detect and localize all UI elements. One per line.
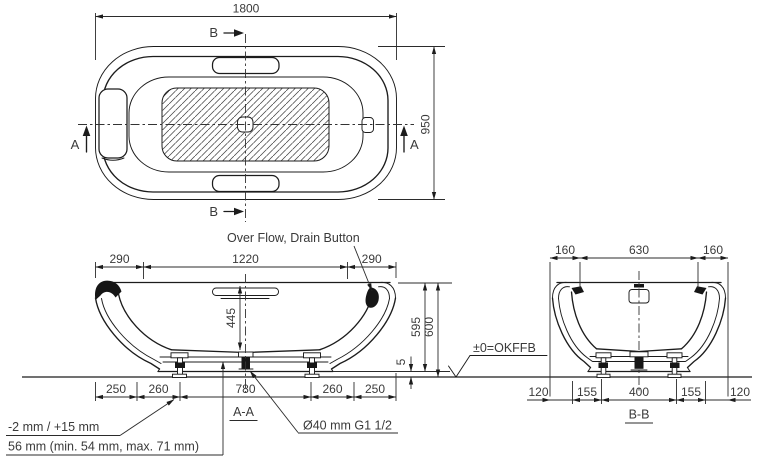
- section-marker-b-bottom: B: [209, 204, 244, 219]
- top-view: 1800 950 A A B B: [71, 2, 445, 222]
- dim-base-155-right: 155: [681, 385, 701, 399]
- dim-gap-5: 5: [394, 358, 408, 365]
- bb-fitting-left: [571, 286, 584, 295]
- section-bb-title: B-B: [629, 408, 650, 422]
- adjust-note: -2 mm / +15 mm: [8, 420, 99, 434]
- dim-width-1800: 1800: [233, 2, 260, 16]
- section-b-label: B: [209, 204, 218, 219]
- dim-base-120-right: 120: [730, 385, 750, 399]
- section-b-label: B: [209, 25, 218, 40]
- dim-base-260-right: 260: [322, 382, 342, 396]
- dim-height-950: 950: [419, 114, 433, 134]
- aa-foot-right: [303, 352, 321, 378]
- bb-foot-right: [666, 352, 683, 378]
- headrest: [98, 88, 128, 159]
- dim-rim-right-290: 290: [362, 252, 382, 266]
- bb-fitting-right: [694, 286, 707, 295]
- dim-base-120-left: 120: [528, 385, 548, 399]
- section-aa-title: A-A: [233, 405, 255, 419]
- dim-rim-left-160: 160: [555, 243, 575, 257]
- section-a-label: A: [410, 137, 419, 152]
- feet-note: 56 mm (min. 54 mm, max. 71 mm): [8, 440, 199, 454]
- overflow-plan: [361, 117, 374, 133]
- dim-height-595: 595: [409, 317, 423, 337]
- dim-depth-445: 445: [224, 308, 238, 328]
- dim-base-260-left: 260: [148, 382, 168, 396]
- bb-foot-left: [595, 352, 612, 378]
- section-marker-a-right: A: [400, 125, 419, 153]
- aa-foot-left: [170, 352, 189, 378]
- dim-base-155-left: 155: [577, 385, 597, 399]
- section-bb: 160 630 160 120 155 400 155 120 B-B: [527, 243, 751, 424]
- dim-base-400: 400: [629, 385, 649, 399]
- dim-base-250-left: 250: [106, 382, 126, 396]
- section-aa: 445 290 1220 290 Over Flow, Drain Button…: [6, 231, 452, 456]
- dim-base-250-right: 250: [365, 382, 385, 396]
- tub-outer-edge: [95, 46, 397, 200]
- drain-note: Ø40 mm G1 1/2: [303, 419, 392, 433]
- dim-rim-right-160: 160: [703, 243, 723, 257]
- dim-height-600: 600: [422, 317, 436, 337]
- dim-base-780: 780: [235, 382, 255, 396]
- level-symbol: ±0=OKFFB: [448, 341, 548, 378]
- aa-overflow: [365, 287, 379, 308]
- headrest-notch: [101, 157, 125, 161]
- dim-rim-center-1220: 1220: [232, 252, 259, 266]
- section-marker-b-top: B: [209, 25, 244, 40]
- bb-drain-fitting: [629, 351, 649, 371]
- dim-rim-left-290: 290: [109, 252, 129, 266]
- overflow-note: Over Flow, Drain Button: [227, 231, 360, 245]
- bb-overflow-button-top: [634, 284, 644, 288]
- aa-left-rim-cut: [95, 280, 122, 300]
- section-a-label: A: [71, 137, 80, 152]
- section-marker-a-left: A: [71, 125, 91, 153]
- level-note: ±0=OKFFB: [473, 341, 536, 355]
- dim-rim-center-630: 630: [629, 243, 649, 257]
